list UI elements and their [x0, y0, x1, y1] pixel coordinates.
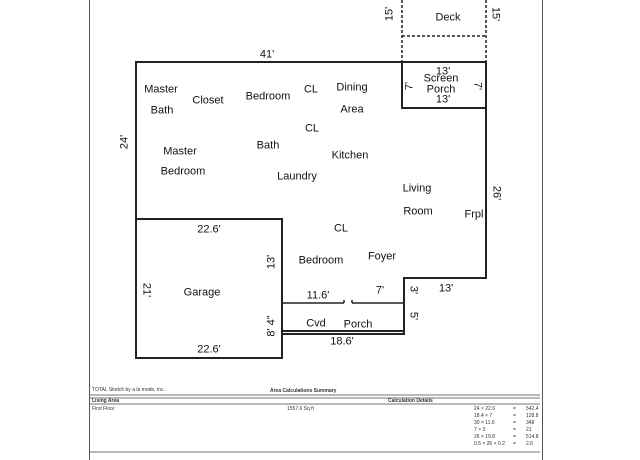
room-closet: Closet	[192, 94, 224, 107]
dim-garage-right-13: 13'	[265, 254, 278, 270]
dim-garage-left: 21'	[140, 282, 153, 298]
room-porch: Porch	[343, 318, 373, 331]
room-fireplace: Frpl	[464, 208, 484, 221]
dim-deck-right: 15'	[489, 6, 502, 22]
dim-garage-right-84: 8' 4"	[265, 315, 278, 337]
dim-top-41: 41'	[259, 48, 275, 61]
dim-porch-5: 5'	[407, 311, 420, 321]
room-bath: Bath	[256, 139, 280, 152]
dim-screen-porch-top: 13'	[435, 65, 451, 78]
dim-garage-top: 22.6'	[197, 223, 221, 236]
room-closet-mid: CL	[304, 122, 320, 135]
dim-porch-186: 18.6'	[330, 335, 354, 348]
dim-left-24: 24'	[118, 134, 131, 150]
room-dining-line1: Dining	[336, 81, 368, 94]
dim-screen-porch-left: 7'	[403, 81, 416, 91]
room-screen-porch-line1: Screen	[423, 72, 459, 85]
room-covered: Cvd	[306, 317, 326, 330]
dim-step-13: 13'	[438, 282, 454, 295]
room-master-bedroom-line2: Bedroom	[160, 165, 206, 178]
dim-deck-left: 15'	[383, 6, 396, 22]
garage-outline	[135, 218, 283, 359]
dim-screen-porch-bottom: 13'	[435, 93, 451, 106]
room-deck: Deck	[435, 11, 461, 24]
room-laundry: Laundry	[277, 170, 317, 183]
room-master-bath-line1: Master	[144, 83, 178, 96]
room-closet-low: CL	[333, 222, 349, 235]
room-garage: Garage	[183, 286, 221, 299]
room-master-bath-line2: Bath	[150, 104, 174, 117]
dim-bedroom-116: 11.6'	[306, 289, 330, 302]
screen-porch-outline	[401, 61, 487, 109]
room-closet-top: CL	[303, 83, 319, 96]
room-dining-line2: Area	[340, 103, 364, 116]
floor-plan-sheet	[89, 0, 543, 460]
room-kitchen: Kitchen	[331, 149, 369, 162]
room-living-line2: Room	[403, 205, 433, 218]
room-foyer: Foyer	[367, 250, 397, 263]
dim-right-26: 26'	[490, 185, 503, 201]
dim-screen-porch-right: 7'	[471, 81, 484, 91]
deck-outline	[401, 0, 487, 62]
room-screen-porch-line2: Porch	[426, 83, 456, 96]
summary-table-lines	[90, 394, 540, 453]
room-bedroom-top: Bedroom	[245, 90, 291, 103]
dim-foyer-7: 7'	[375, 284, 385, 297]
room-living-line1: Living	[402, 182, 432, 195]
room-bedroom-low: Bedroom	[298, 254, 344, 267]
covered-porch-outline	[281, 303, 405, 335]
dim-garage-bottom: 22.6'	[197, 343, 221, 356]
room-master-bedroom-line1: Master	[163, 145, 197, 158]
dim-step-3: 3'	[407, 285, 420, 295]
